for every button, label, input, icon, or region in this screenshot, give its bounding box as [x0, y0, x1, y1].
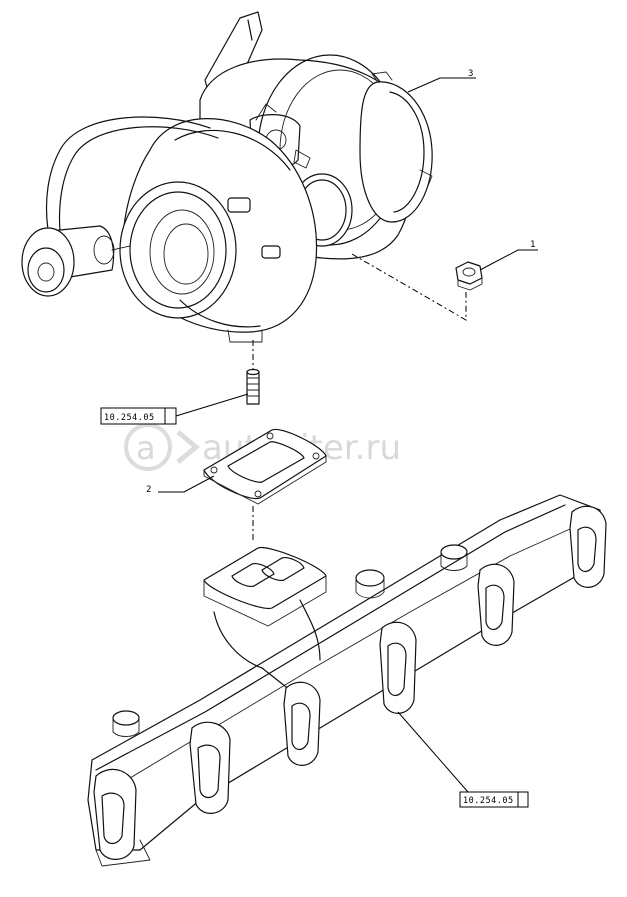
port-flange-6 [569, 505, 607, 588]
port-flange-2 [189, 721, 231, 814]
callout-1-label: 1 [530, 240, 535, 250]
nut [455, 261, 483, 291]
callout-2-label: 2 [146, 485, 151, 495]
stud [246, 368, 260, 405]
reference-manifold[interactable]: 10.254.05 [397, 711, 529, 808]
callout-3-label: 3 [468, 69, 473, 79]
reference-manifold-label: 10.254.05 [463, 796, 514, 806]
gasket [203, 428, 327, 505]
exhaust-manifold [87, 494, 607, 867]
nut-centerline [351, 253, 467, 321]
callout-1: 1 [479, 240, 538, 271]
port-flange-5 [477, 563, 515, 646]
callout-3: 3 [407, 69, 476, 93]
turbocharger [21, 11, 433, 343]
port-flange-3 [283, 681, 321, 766]
callout-2: 2 [146, 475, 215, 495]
reference-stud[interactable]: 10.254.05 [100, 393, 249, 425]
port-flange-1 [93, 768, 137, 860]
reference-stud-label: 10.254.05 [104, 413, 155, 423]
watermark-logo-icon: a [124, 423, 200, 471]
port-flange-4 [379, 621, 417, 714]
svg-text:a: a [136, 429, 156, 467]
